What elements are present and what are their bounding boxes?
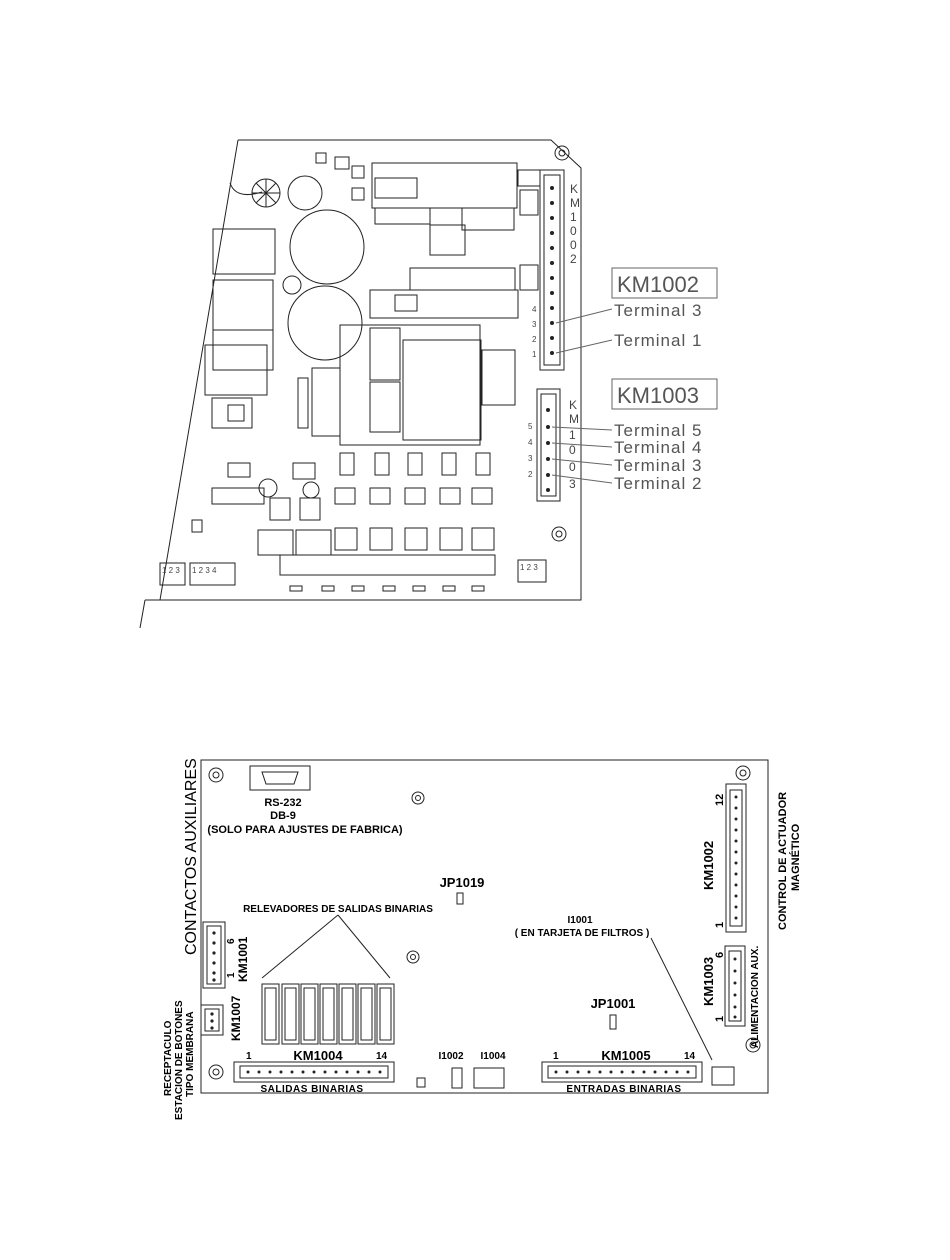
i1004-label: I1004 bbox=[480, 1051, 505, 1062]
km1002-terminal-label: Terminal 1 bbox=[614, 331, 702, 350]
km1003-pin-number: 4 bbox=[528, 438, 533, 447]
km1002-vertical-letter: K bbox=[570, 182, 578, 196]
dip-switch bbox=[517, 559, 547, 583]
db9-connector bbox=[249, 765, 311, 791]
km1003-vertical-letter: M bbox=[569, 412, 579, 426]
jp1001-jumper bbox=[609, 1014, 617, 1030]
km1003-callout-box bbox=[611, 378, 718, 410]
km1002-pin-number: 1 bbox=[532, 350, 537, 359]
km1003-terminal-label: Terminal 4 bbox=[614, 438, 702, 457]
relay bbox=[357, 983, 376, 1045]
km1002-pin-number: 3 bbox=[532, 320, 537, 329]
km1002-label: KM1002 bbox=[701, 841, 716, 890]
km1002-connector bbox=[725, 783, 747, 933]
i1004-switch bbox=[473, 1067, 505, 1089]
dip-switch bbox=[159, 562, 186, 586]
relay bbox=[319, 983, 338, 1045]
jp1019-jumper bbox=[456, 892, 464, 905]
km1001-label: KM1001 bbox=[236, 936, 250, 982]
km1005-label: KM1005 bbox=[601, 1048, 650, 1063]
km1001-connector bbox=[202, 921, 226, 989]
i1001-note: ( EN TARJETA DE FILTROS ) bbox=[515, 928, 650, 939]
km1003-connector bbox=[724, 945, 746, 1027]
km1002-vertical-letter: 0 bbox=[570, 238, 577, 252]
factory-settings-note: (SOLO PARA AJUSTES DE FABRICA) bbox=[207, 824, 402, 836]
km1003-callout-title: KM1003 bbox=[617, 383, 699, 408]
km1003-terminal-label: Terminal 3 bbox=[614, 456, 702, 475]
rs232-label: RS-232 bbox=[264, 797, 301, 809]
km1003-pin-end: 6 bbox=[714, 952, 726, 958]
bottom-connector bbox=[279, 554, 496, 576]
km1003-pin-number: 2 bbox=[528, 470, 533, 479]
relay bbox=[261, 983, 280, 1045]
km1002-callout-box bbox=[611, 267, 718, 299]
alimentacion-aux-label: ALIMENTACION AUX. bbox=[750, 946, 761, 1048]
top-board-diagram: K M 1 0 0 2 4 3 2 1 K M 1 0 0 3 5 4 3 2 … bbox=[139, 139, 718, 629]
km1003-pin-number: 3 bbox=[528, 454, 533, 463]
dip-switch-label: 1 2 3 bbox=[162, 566, 180, 575]
i1002-label: I1002 bbox=[438, 1051, 463, 1062]
km1003-vertical-letter: 1 bbox=[569, 428, 576, 442]
i1002-switch bbox=[451, 1067, 463, 1089]
board-outline bbox=[200, 759, 769, 1094]
km1003-terminal-label: Terminal 5 bbox=[614, 421, 702, 440]
km1001-pin-end: 6 bbox=[226, 938, 237, 944]
km1002-vertical-letter: 2 bbox=[570, 252, 577, 266]
km1002-pin-end: 12 bbox=[714, 794, 726, 806]
km1004-label: KM1004 bbox=[293, 1048, 343, 1063]
dip-switch bbox=[189, 562, 236, 586]
km1003-pin-start: 1 bbox=[714, 1016, 726, 1022]
relay bbox=[300, 983, 319, 1045]
bottom-board-diagram: RS-232 DB-9 (SOLO PARA AJUSTES DE FABRIC… bbox=[163, 758, 802, 1120]
km1007-label: KM1007 bbox=[229, 995, 243, 1041]
receptaculo-line: TIPO MEMBRANA bbox=[185, 1011, 196, 1097]
km1005-connector bbox=[541, 1061, 703, 1083]
km1003-vertical-letter: 3 bbox=[569, 477, 576, 491]
km1003-pin-number: 5 bbox=[528, 422, 533, 431]
km1002-vertical-letter: M bbox=[570, 196, 580, 210]
i1001-label: I1001 bbox=[567, 915, 592, 926]
km1001-pin-start: 1 bbox=[226, 972, 237, 978]
db9-label: DB-9 bbox=[270, 810, 296, 822]
receptaculo-line: ESTACION DE BOTONES bbox=[174, 1000, 185, 1120]
km1004-pin-start: 1 bbox=[246, 1051, 252, 1062]
km1007-connector bbox=[200, 1004, 224, 1036]
jp1001-label: JP1001 bbox=[591, 996, 636, 1011]
km1002-connector bbox=[539, 169, 565, 371]
board-outline bbox=[139, 139, 582, 629]
relay bbox=[376, 983, 395, 1045]
km1002-vertical-letter: 1 bbox=[570, 210, 577, 224]
km1005-pin-end: 14 bbox=[684, 1051, 696, 1062]
km1003-label: KM1003 bbox=[701, 957, 716, 1006]
km1003-vertical-letter: 0 bbox=[569, 443, 576, 457]
km1002-vertical-letter: 0 bbox=[570, 224, 577, 238]
km1002-terminal-label: Terminal 3 bbox=[614, 301, 702, 320]
dip-switch-label: 1 2 3 4 bbox=[192, 566, 217, 575]
receptaculo-line: RECEPTACULO bbox=[163, 1020, 174, 1096]
km1002-pin-number: 2 bbox=[532, 335, 537, 344]
entradas-binarias-label: ENTRADAS BINARIAS bbox=[566, 1084, 681, 1095]
control-actuador-label: CONTROL DE ACTUADOR bbox=[777, 792, 789, 930]
salidas-binarias-label: SALIDAS BINARIAS bbox=[260, 1084, 363, 1095]
km1004-pin-end: 14 bbox=[376, 1051, 388, 1062]
km1002-pin-number: 4 bbox=[532, 305, 537, 314]
km1004-connector bbox=[233, 1061, 395, 1083]
capacitor bbox=[289, 209, 365, 285]
relay bbox=[281, 983, 300, 1045]
km1002-callout-title: KM1002 bbox=[617, 272, 699, 297]
relay bbox=[338, 983, 357, 1045]
dip-switch-label: 1 2 3 bbox=[520, 563, 538, 572]
km1002-pin-start: 1 bbox=[714, 922, 726, 928]
contactos-auxiliares-label: CONTACTOS AUXILIARES bbox=[183, 758, 200, 955]
relays-label: RELEVADORES DE SALIDAS BINARIAS bbox=[243, 904, 433, 915]
km1003-terminal-label: Terminal 2 bbox=[614, 474, 702, 493]
km1003-vertical-letter: K bbox=[569, 398, 577, 412]
magnetico-label: MAGNÉTICO bbox=[789, 823, 802, 891]
km1005-pin-start: 1 bbox=[553, 1051, 559, 1062]
km1003-connector bbox=[536, 388, 561, 502]
km1003-vertical-letter: 0 bbox=[569, 460, 576, 474]
capacitor bbox=[287, 285, 363, 361]
jp1019-label: JP1019 bbox=[440, 875, 485, 890]
